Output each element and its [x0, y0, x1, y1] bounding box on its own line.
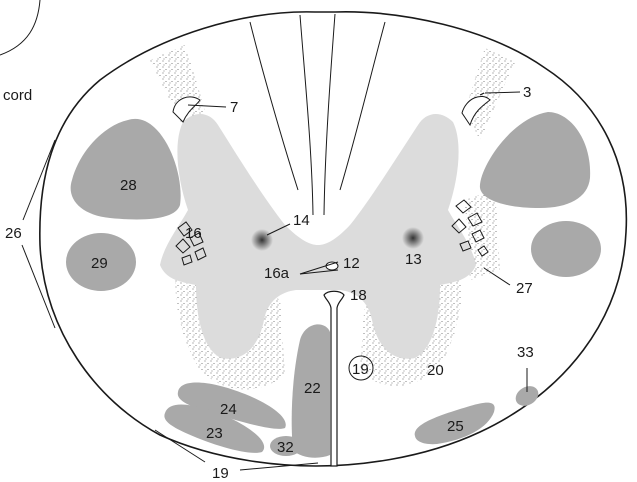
- label-22: 22: [304, 380, 321, 397]
- label-16a: 16a: [264, 265, 290, 282]
- label-7: 7: [230, 99, 238, 116]
- label-12: 12: [343, 255, 360, 272]
- label-29: 29: [91, 255, 108, 272]
- label-3: 3: [523, 84, 531, 101]
- dorsal-columns: [250, 14, 385, 215]
- label-14: 14: [293, 212, 310, 229]
- label-16: 16: [185, 225, 202, 242]
- nucleus-13: [402, 227, 424, 249]
- label-27: 27: [516, 280, 533, 297]
- central-canal: [326, 262, 338, 270]
- label-19-circled: 19: [352, 361, 369, 378]
- label-13: 13: [405, 251, 422, 268]
- previous-figure-edge: [0, 0, 40, 55]
- label-33: 33: [517, 344, 534, 361]
- label-28: 28: [120, 177, 137, 194]
- tract-right-lateral: [480, 112, 590, 208]
- tract-28: [71, 119, 181, 220]
- label-23: 23: [206, 425, 223, 442]
- label-32: 32: [277, 439, 294, 456]
- label-19-bottom: 19: [212, 465, 229, 482]
- label-18: 18: [350, 287, 367, 304]
- caption-fragment: cord: [3, 87, 32, 104]
- label-24: 24: [220, 401, 237, 418]
- tract-right-ventral-spinocerebellar: [531, 221, 601, 277]
- gray-matter: [160, 114, 476, 359]
- label-26: 26: [5, 225, 22, 242]
- nucleus-14: [251, 229, 273, 251]
- label-25: 25: [447, 418, 464, 435]
- label-20: 20: [427, 362, 444, 379]
